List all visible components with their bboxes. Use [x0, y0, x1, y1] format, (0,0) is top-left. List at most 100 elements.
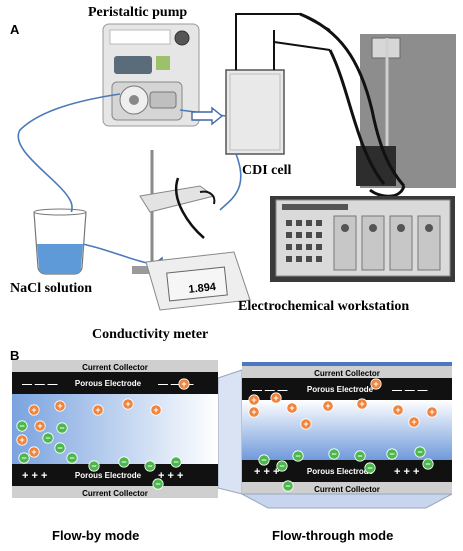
cation-ion: +: [178, 378, 190, 390]
nacl-beaker: [33, 208, 87, 275]
svg-text:−: −: [45, 433, 50, 443]
flow-by-caption: Flow-by mode: [52, 528, 139, 543]
anion-ion: −: [42, 432, 54, 444]
cation-ion: +: [408, 416, 420, 428]
anion-ion: −: [144, 460, 156, 472]
svg-text:+: +: [37, 421, 42, 431]
svg-text:+: +: [359, 399, 364, 409]
svg-text:+: +: [31, 447, 36, 457]
anion-ion: −: [422, 458, 434, 470]
flow-through-bottom-electrode: [242, 460, 452, 482]
svg-text:−: −: [367, 463, 372, 473]
svg-text:+: +: [289, 403, 294, 413]
svg-text:−: −: [357, 451, 362, 461]
flow-through-exit-taper: [241, 493, 453, 509]
svg-text:+: +: [153, 405, 158, 415]
electrode-stand-photo: [299, 12, 456, 198]
flow-through-cell: Current Collector — — — Porous Electrode…: [241, 362, 453, 509]
svg-text:−: −: [21, 453, 26, 463]
flow-through-top-electrode-label: Porous Electrode: [307, 385, 374, 394]
svg-text:−: −: [121, 457, 126, 467]
flow-by-bottom-collector-label: Current Collector: [82, 489, 148, 498]
flow-through-bottom-collector: [242, 482, 452, 494]
anion-ion: −: [292, 450, 304, 462]
cation-ion: +: [322, 400, 334, 412]
svg-text:+: +: [395, 405, 400, 415]
anion-ion: −: [258, 454, 270, 466]
svg-text:+: +: [57, 401, 62, 411]
workstation-label: Electrochemical workstation: [238, 299, 409, 314]
cdi-cell: [225, 13, 331, 155]
cation-ion: +: [122, 398, 134, 410]
svg-text:+: +: [125, 399, 130, 409]
svg-text:−: −: [19, 421, 24, 431]
svg-text:−: −: [295, 451, 300, 461]
cation-ion: +: [92, 404, 104, 416]
cation-ion: +: [370, 378, 382, 390]
cation-ion: +: [16, 434, 28, 446]
cation-ion: +: [392, 404, 404, 416]
flow-through-top-electrode: [242, 378, 452, 400]
svg-text:−: −: [147, 461, 152, 471]
flow-by-top-collector: [12, 360, 218, 372]
flow-through-bottom-plus-right: + + +: [394, 466, 419, 478]
svg-text:+: +: [273, 393, 278, 403]
anion-ion: −: [354, 450, 366, 462]
flow-by-top-dashes-right: — — —: [158, 379, 194, 390]
nacl-label: NaCl solution: [10, 281, 92, 296]
flow-by-top-electrode-label: Porous Electrode: [75, 379, 142, 388]
anion-ion: −: [66, 452, 78, 464]
flow-through-bottom-plus-left: + + +: [254, 466, 279, 478]
peristaltic-pump-photo: [102, 23, 200, 127]
anion-ion: −: [56, 422, 68, 434]
flow-through-bottom-electrode-label: Porous Electrode: [307, 467, 374, 476]
cation-ion: +: [286, 402, 298, 414]
svg-text:+: +: [411, 417, 416, 427]
svg-text:−: −: [389, 449, 394, 459]
anion-ion: −: [414, 446, 426, 458]
svg-text:+: +: [303, 419, 308, 429]
flow-by-bottom-plus-right: + + +: [158, 470, 183, 482]
panel-b: B Current Collector — — — Porous Electro…: [10, 348, 453, 543]
pump-label: Peristaltic pump: [88, 5, 187, 20]
svg-text:+: +: [325, 401, 330, 411]
flow-through-top-dashes-left: — — —: [252, 385, 288, 396]
anion-ion: −: [282, 480, 294, 492]
cation-ion: +: [150, 404, 162, 416]
svg-text:−: −: [261, 455, 266, 465]
flow-by-top-collector-label: Current Collector: [82, 363, 148, 372]
svg-text:+: +: [181, 379, 186, 389]
electrochemical-workstation: [270, 196, 455, 282]
cation-ion: +: [34, 420, 46, 432]
flow-through-caption: Flow-through mode: [272, 528, 393, 543]
cation-ion: +: [426, 406, 438, 418]
svg-text:−: −: [57, 443, 62, 453]
anion-ion: −: [54, 442, 66, 454]
flow-by-bottom-electrode: [12, 464, 218, 486]
svg-text:−: −: [173, 457, 178, 467]
svg-text:−: −: [331, 449, 336, 459]
flow-by-top-dashes-left: — — —: [22, 379, 58, 390]
anion-ion: −: [328, 448, 340, 460]
flow-through-top-collector: [242, 366, 452, 378]
flow-through-top-dashes-right: — — —: [392, 385, 428, 396]
flow-by-bottom-electrode-label: Porous Electrode: [75, 471, 142, 480]
anion-ion: −: [152, 478, 164, 490]
anion-ion: −: [118, 456, 130, 468]
cation-ion: +: [270, 392, 282, 404]
anion-ion: −: [364, 462, 376, 474]
anion-ion: −: [18, 452, 30, 464]
svg-text:−: −: [417, 447, 422, 457]
cation-ion: +: [28, 446, 40, 458]
flow-by-bottom-plus-left: + + +: [22, 470, 47, 482]
panel-a: A Peristaltic pump CDI cell: [10, 5, 456, 342]
flow-arrow-to-cdi: [191, 106, 224, 126]
anion-ion: −: [276, 460, 288, 472]
cation-ion: +: [356, 398, 368, 410]
flow-by-bottom-collector: [12, 486, 218, 498]
cation-ion: +: [28, 404, 40, 416]
flow-by-channel: [12, 394, 218, 464]
flow-by-top-electrode: [12, 372, 218, 394]
svg-text:−: −: [91, 461, 96, 471]
